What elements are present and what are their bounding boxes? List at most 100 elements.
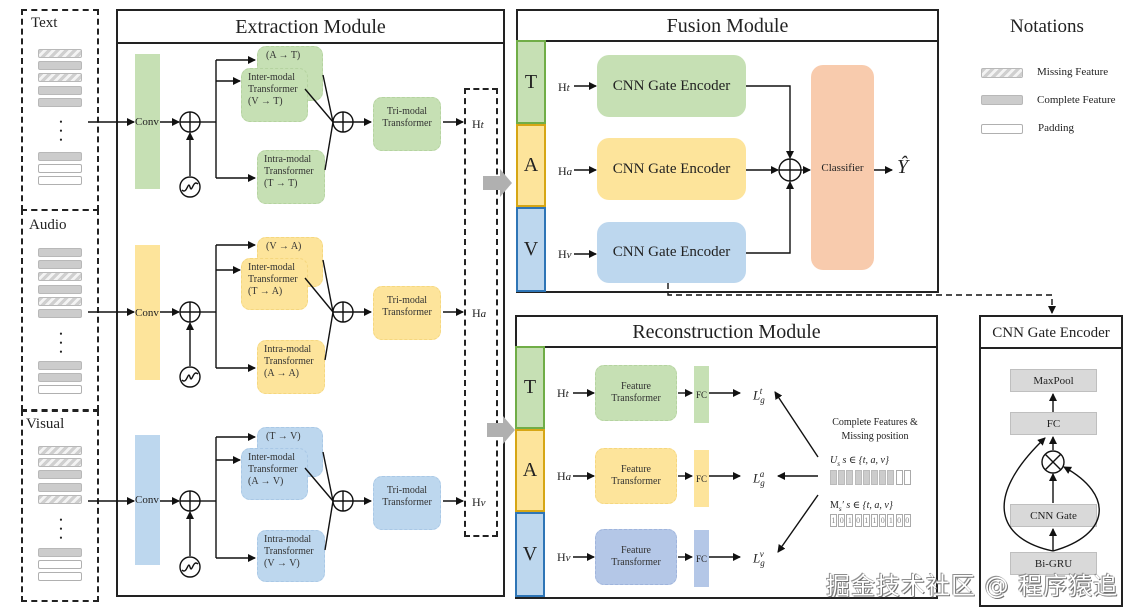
feature-bar-missing [38,494,82,504]
reconstruction-tab-visual: V [515,512,545,597]
feature-bar-missing [38,458,82,468]
reconstruction-tab-text: T [515,346,545,429]
m-cell: 0 [879,514,887,527]
fc-layer-audio: FC [694,450,709,507]
reconstruction-module: Reconstruction Module [515,315,938,599]
feature-bar-complete [38,97,82,107]
feature-bar-padding [38,176,82,186]
u-cell-complete [879,470,887,485]
conv-block-audio: Conv [135,245,160,380]
feature-bar-complete [38,284,82,294]
feature-bar-complete [38,470,82,480]
loss-text: Lgt [753,386,765,405]
extraction-module-title: Extraction Module [118,11,503,44]
m-cell: 1 [871,514,878,527]
notation-swatch-missing [981,68,1023,78]
notation-swatch-padding [981,124,1023,134]
feature-bar-complete [38,548,82,557]
feature-bar-missing [38,296,82,306]
u-cell-complete [846,470,854,485]
conv-label: Conv [135,494,159,506]
m-cell: 0 [838,514,846,527]
notation-label-complete: Complete Feature [1037,94,1116,106]
h-visual-output: Hv [472,495,486,509]
m-cell: 0 [903,514,911,527]
recon-input-ha: Ha [557,469,572,483]
m-set-label: Ms′ s ∈ {t, a, v} [830,500,893,513]
conv-block-text: Conv [135,54,160,189]
h-audio-output: Ha [472,306,487,320]
u-cell-complete [854,470,862,485]
feature-bar-complete [38,85,82,95]
u-cell-complete [838,470,846,485]
notations-title: Notations [1010,16,1084,37]
u-cell-complete [871,470,878,485]
fusion-tab-visual: V [516,207,546,292]
audio-input-label: Audio [29,217,67,233]
complete-features-caption: Complete Features &Missing position [832,417,918,442]
fusion-module-title: Fusion Module [518,11,937,42]
feature-bar-complete [38,152,82,161]
feature-bar-complete [38,248,82,257]
ellipsis-icon: ••• [59,515,63,543]
feature-bar-complete [38,260,82,270]
feature-bar-padding [38,385,82,395]
feature-bar-missing [38,272,82,282]
feature-bar-complete [38,482,82,492]
feature-bar-missing [38,49,82,58]
u-cell-padding [895,470,903,485]
m-cell: 1 [830,514,837,527]
bi-gru-block: Bi-GRU [1010,552,1097,575]
visual-input-panel: Visual [21,410,99,602]
notation-swatch-complete [981,95,1023,105]
u-cell-complete [862,470,870,485]
cnn-gate-encoder-detail-title: CNN Gate Encoder [981,317,1121,349]
cnn-gate-block: CNN Gate [1010,504,1097,527]
loss-audio: Lga [753,469,765,488]
m-cell: 0 [895,514,903,527]
watermark: 掘金技术社区 @ 程序猿追 [826,572,1119,600]
ellipsis-icon: ••• [59,329,63,357]
prediction-output: Ŷ [897,156,909,178]
fc-block: FC [1010,412,1097,435]
feature-bar-complete [38,373,82,383]
cnn-gate-encoder-visual: CNN Gate Encoder [597,222,746,283]
maxpool-block: MaxPool [1010,369,1097,392]
hidden-representations-panel [464,88,498,537]
feature-bar-padding [38,560,82,570]
visual-input-label: Visual [26,416,65,432]
fusion-input-hv: Hv [558,247,572,261]
fusion-input-ht: Ht [558,80,570,94]
cnn-gate-encoder-audio: CNN Gate Encoder [597,138,746,200]
m-cell: 0 [854,514,862,527]
feature-bar-complete [38,309,82,318]
classifier-block: Classifier [811,65,874,270]
loss-visual: Lgv [753,549,765,568]
notation-label-padding: Padding [1038,122,1075,134]
recon-input-hv: Hv [557,550,571,564]
m-cell: 1 [887,514,895,527]
u-set-label: Us s ∈ {t, a, v} [830,455,889,468]
m-cell: 1 [862,514,870,527]
reconstruction-tab-audio: A [515,429,545,512]
feature-bar-padding [38,572,82,582]
m-cell: 1 [846,514,854,527]
cnn-gate-encoder-text: CNN Gate Encoder [597,55,746,117]
h-text-output: Ht [472,117,484,131]
fc-layer-text: FC [694,366,709,423]
u-cell-complete [830,470,837,485]
conv-block-visual: Conv [135,435,160,565]
feature-bar-complete [38,361,82,370]
feature-bar-complete [38,61,82,71]
fc-layer-visual: FC [694,530,709,587]
conv-label: Conv [135,306,159,319]
